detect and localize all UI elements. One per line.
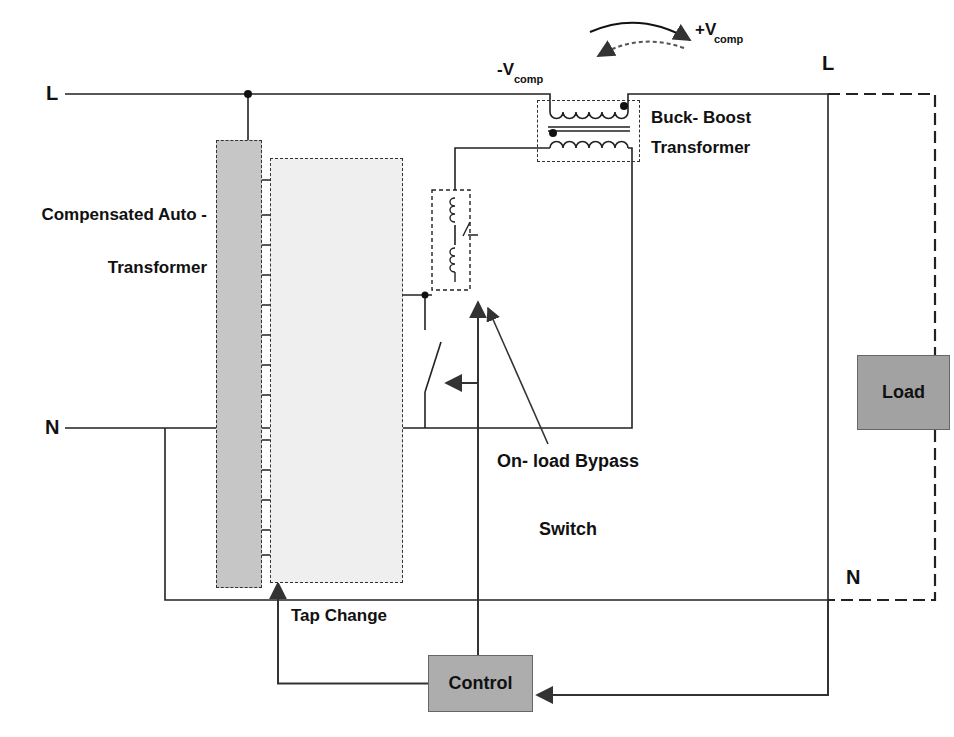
node-label: Control <box>449 673 513 694</box>
control-arrow <box>278 583 428 684</box>
node-label: Load <box>882 382 925 403</box>
terminal-label: L <box>822 52 834 75</box>
terminal-label: -V <box>497 60 514 80</box>
feedback-and-control-arrows <box>446 23 828 695</box>
terminal-label: N <box>846 566 860 589</box>
load-box: Load <box>857 355 950 430</box>
autotransformer-column: Compensated Auto -Transformer <box>216 140 262 588</box>
node-label: Buck- Boost Transformer <box>651 103 841 163</box>
buck-boost-box: Buck- Boost Transformer <box>537 100 640 162</box>
terminal-label: comp <box>514 73 543 85</box>
terminal-label: L <box>46 82 58 105</box>
buck-boost-windings <box>550 112 628 148</box>
callout-label: On- load Bypass Switch <box>478 427 658 563</box>
node-label: Tap Change <box>291 606 411 626</box>
bypass-relay <box>432 190 470 290</box>
terminal-label: +V <box>695 20 716 40</box>
terminal-label: comp <box>714 33 743 45</box>
terminal-label: N <box>45 416 59 439</box>
load-dashed-wires <box>828 94 935 600</box>
control-box: Control <box>428 655 533 712</box>
tap-change-box: Tap Change <box>270 158 403 583</box>
node-label: Compensated Auto -Transformer <box>12 188 207 294</box>
wires <box>65 94 828 600</box>
